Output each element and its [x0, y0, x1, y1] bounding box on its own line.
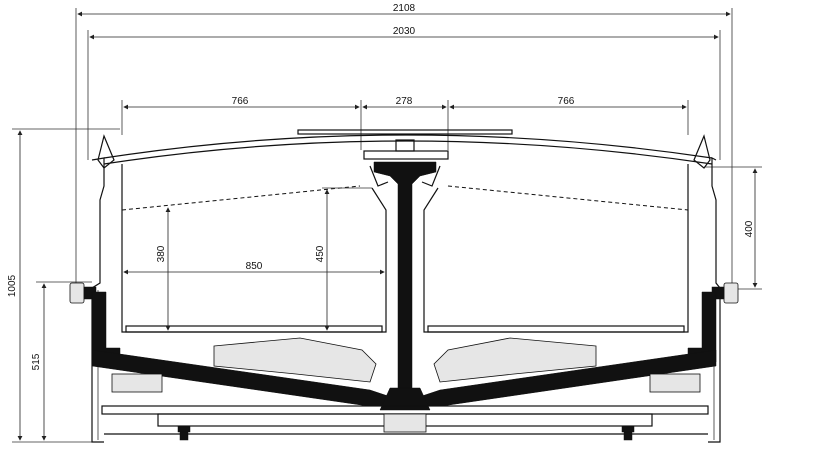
dimension-overall-height: 1005: [7, 128, 120, 443]
dim-label-basket-left: 766: [232, 96, 249, 107]
dim-label-overall-height: 1005: [7, 274, 18, 297]
dimension-basket-height-380: 380: [156, 207, 171, 331]
dimension-inner-width: 2030: [87, 26, 721, 160]
dim-label-basket-height-380: 380: [156, 245, 167, 262]
dimension-basket-height-450: 450: [315, 187, 372, 331]
dim-label-lid-height: 400: [744, 220, 755, 237]
dim-label-basket-depth: 850: [246, 261, 263, 272]
dimension-working-height: 515: [31, 281, 92, 441]
dim-label-center-gap: 278: [396, 96, 413, 107]
dim-label-inner-width: 2030: [393, 26, 416, 37]
dimension-overall-width: 2108: [75, 3, 733, 290]
dim-label-overall-width: 2108: [393, 3, 416, 14]
dimension-top-segments: 766 278 766: [121, 96, 689, 150]
dim-label-basket-right: 766: [558, 96, 575, 107]
dimension-lid-height: 400: [705, 166, 762, 290]
dim-label-basket-height-450: 450: [315, 245, 326, 262]
dim-label-working-height: 515: [31, 353, 42, 370]
cabinet-body: [69, 129, 739, 443]
